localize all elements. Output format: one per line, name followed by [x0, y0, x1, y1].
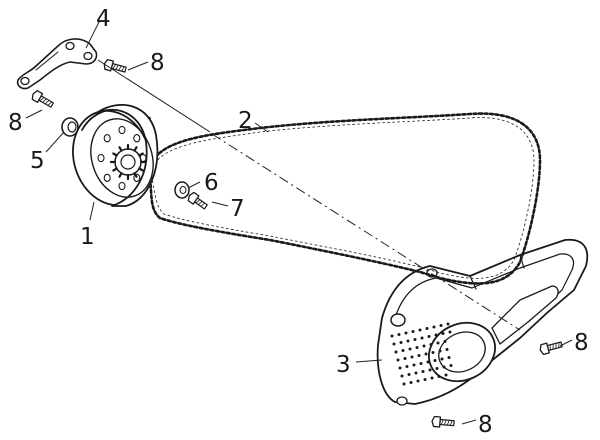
washer-large [61, 117, 79, 137]
drive-chain [148, 112, 542, 285]
callout-clutch: 1 [80, 224, 95, 250]
callout-washer-large: 5 [30, 148, 45, 174]
callout-bracket: 4 [96, 6, 111, 32]
callout-bolt-left: 8 [8, 110, 23, 136]
callout-washer-small: 6 [204, 170, 219, 196]
callout-bolt-short: 7 [230, 196, 245, 222]
mounting-bracket [16, 38, 98, 90]
callout-chain-guard: 3 [336, 352, 351, 378]
bolt [187, 191, 208, 210]
bolt [31, 90, 54, 108]
clutch-drum [72, 104, 159, 207]
bolt [431, 415, 455, 428]
leader-lines [25, 19, 573, 425]
callout-bolt-guard-right: 8 [574, 330, 589, 356]
chain-guard-cover [376, 238, 589, 406]
vent-holes [390, 322, 453, 386]
callouts: 4 8 8 5 1 2 6 7 3 8 8 [8, 6, 589, 438]
callout-chain: 2 [238, 108, 253, 134]
bolt [103, 58, 127, 73]
bolts [31, 58, 563, 428]
clutch-sprocket [109, 143, 147, 181]
bolt [539, 341, 563, 356]
callout-bolt-bracket: 8 [150, 50, 165, 76]
callout-bolt-guard-bottom: 8 [478, 412, 493, 438]
washer-small [174, 181, 190, 199]
